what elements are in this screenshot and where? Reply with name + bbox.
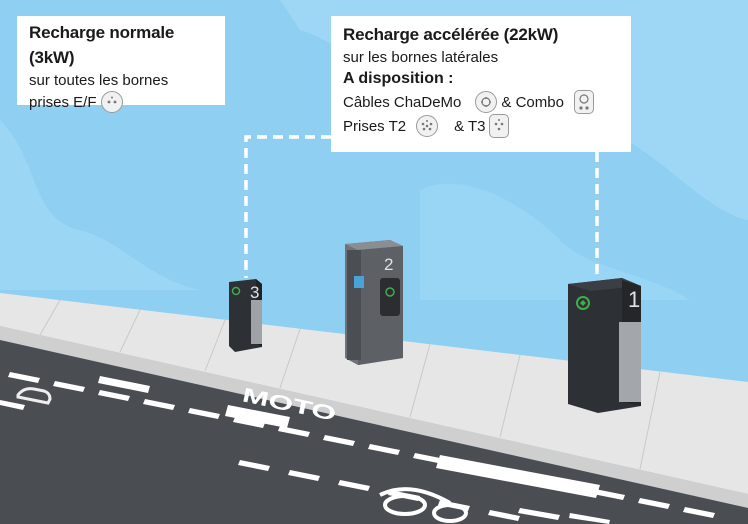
car-icon [16,387,52,405]
bollard-2-number: 2 [384,255,394,274]
bike-icon [98,376,600,498]
normal-charging-line2: prises E/F [29,91,213,113]
fast-charging-availability: A disposition : [343,70,454,87]
combo-plug-icon [573,90,594,114]
fast-charging-title: Recharge accélérée (22kW) [343,25,559,44]
normal-charging-line1: sur toutes les bornes [29,72,169,89]
chademo-plug-icon [475,91,498,113]
bollard-2 [345,240,403,365]
ef-plug-icon [100,91,123,113]
fast-charging-cables-line: Câbles ChaDeMo & Combo [343,90,619,114]
normal-charging-card: Recharge normale (3kW) sur toutes les bo… [17,16,225,113]
bollard-1-number: 1 [628,287,641,312]
bollard-3 [229,279,262,352]
t2-plug-icon [416,115,439,137]
connector-lines [244,135,599,280]
bollard-3-number: 3 [250,283,260,302]
t3-plug-icon [489,114,510,138]
bollard-1 [568,278,641,413]
fast-charging-card: Recharge accélérée (22kW) sur les bornes… [331,16,631,152]
fast-charging-line1: sur les bornes latérales [343,49,499,66]
scooter-icon [379,487,468,523]
normal-charging-title: Recharge normale (3kW) [29,23,175,67]
lane-markings [0,372,715,524]
fast-charging-sockets-line: Prises T2 & T3 [343,114,619,138]
